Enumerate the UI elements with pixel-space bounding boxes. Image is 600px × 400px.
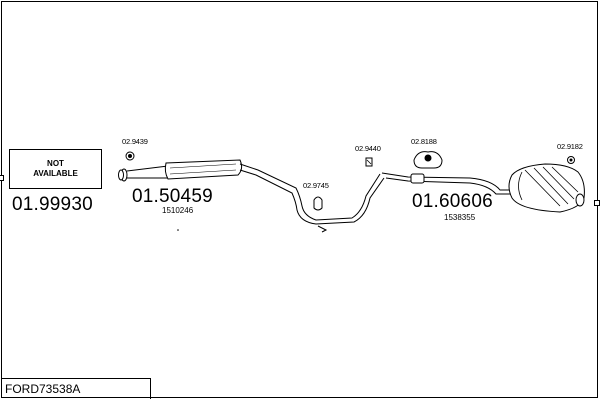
accessory-label-3: 02.9440 (355, 144, 381, 153)
middle-pipe-drawing (118, 159, 385, 225)
not-available-box: NOT AVAILABLE (9, 149, 102, 189)
left-edge-marker (0, 175, 4, 181)
not-available-line2: AVAILABLE (33, 169, 78, 178)
accessory-label-5: 02.9182 (557, 142, 583, 151)
part-number-middle: 01.50459 (132, 186, 213, 207)
accessory-label-4: 02.8188 (411, 137, 437, 146)
accessory-label-2: 02.9745 (303, 181, 329, 190)
hanger-icons (125, 151, 575, 233)
reference-box: FORD73538A (1, 378, 151, 399)
oem-number-rear: 1538355 (444, 213, 476, 222)
oem-number-middle: 1510246 (162, 206, 194, 215)
part-number-front: 01.99930 (12, 194, 93, 215)
dot-mark (177, 229, 179, 231)
accessory-label-1: 02.9439 (122, 137, 148, 146)
not-available-line1: NOT (47, 159, 64, 168)
rear-pipe-drawing (381, 163, 585, 213)
part-number-rear: 01.60606 (412, 191, 493, 212)
reference-code: FORD73538A (5, 382, 81, 396)
